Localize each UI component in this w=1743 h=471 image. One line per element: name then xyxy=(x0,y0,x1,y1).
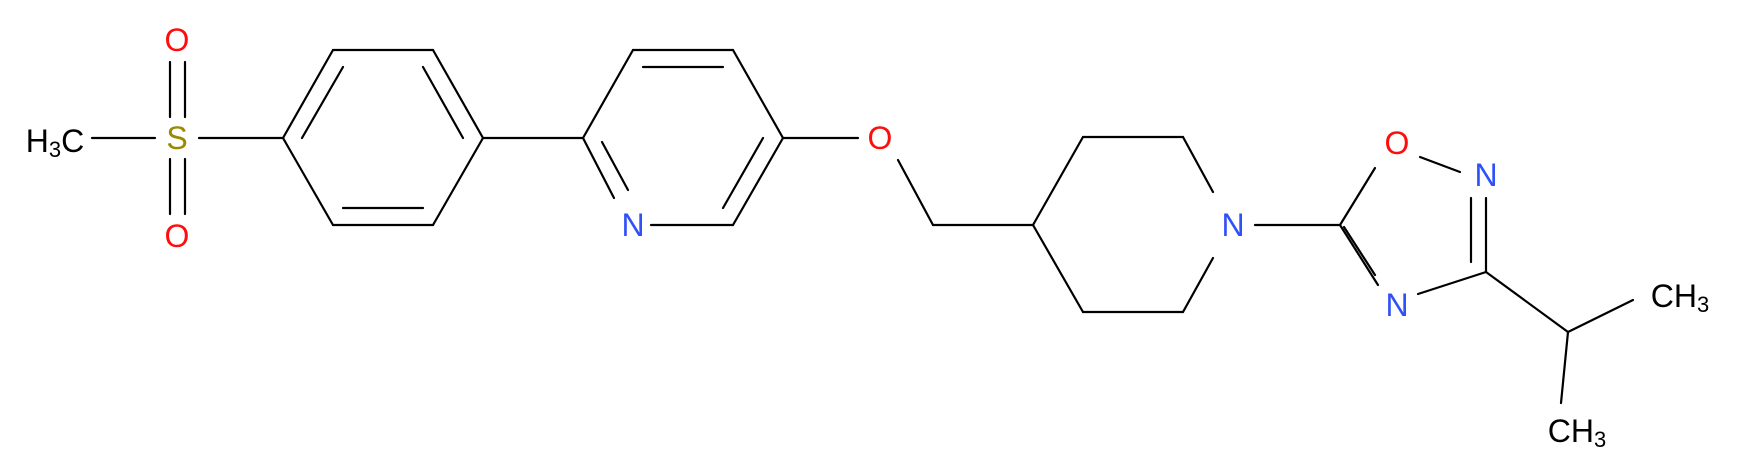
bond-lines xyxy=(90,48,1635,405)
bond-ring-ch xyxy=(1484,270,1570,334)
atom-sulfur: S xyxy=(166,120,187,156)
pyridine-ring xyxy=(581,48,785,227)
bond-o-ch2 xyxy=(896,158,935,227)
atom-oxadiazole-oxygen: O xyxy=(1385,125,1410,161)
atom-oxadiazole-nitrogen-2: N xyxy=(1474,157,1497,193)
atom-labels: H3C S O O N O N O N N CH3 CH3 xyxy=(26,22,1709,452)
atom-pyridine-nitrogen: N xyxy=(621,207,644,243)
atom-ether-oxygen: O xyxy=(868,120,893,156)
bond-ch-ch3-top xyxy=(1566,298,1635,334)
atom-sulfonyl-oxygen-bottom: O xyxy=(165,218,190,254)
atom-methyl-left: H3C xyxy=(26,123,84,162)
bond-ch-ch3-bottom xyxy=(1559,330,1570,405)
atom-methyl-bottom: CH3 xyxy=(1548,413,1606,452)
oxadiazole-ring xyxy=(1338,155,1488,296)
benzene-ring xyxy=(281,48,485,227)
piperidine-ring xyxy=(1031,135,1215,314)
atom-methyl-top: CH3 xyxy=(1651,278,1709,317)
atom-piperidine-nitrogen: N xyxy=(1221,207,1244,243)
atom-oxadiazole-nitrogen-4: N xyxy=(1385,287,1408,323)
atom-sulfonyl-oxygen-top: O xyxy=(165,22,190,58)
